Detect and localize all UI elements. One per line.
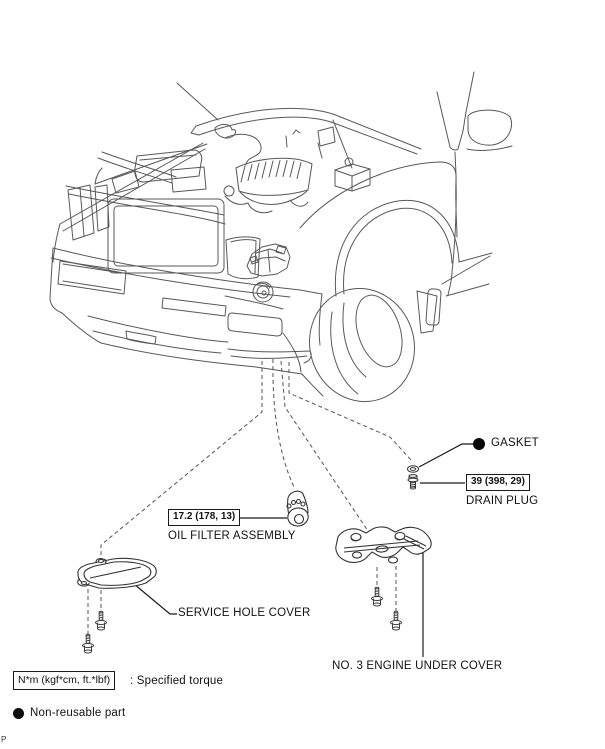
service-hole-cover-label: SERVICE HOLE COVER	[178, 607, 311, 619]
dashed-leader-lines	[87, 358, 413, 636]
oil-filter-label: OIL FILTER ASSEMBLY	[168, 530, 296, 542]
mounting-bolts-drawing	[82, 586, 402, 654]
gasket-callout: GASKET	[473, 437, 539, 450]
engine-under-cover-label: NO. 3 ENGINE UNDER COVER	[332, 660, 503, 672]
drain-plug-label: DRAIN PLUG	[466, 495, 539, 507]
non-reusable-bullet-icon	[13, 708, 24, 719]
drain-plug-drawing	[407, 474, 419, 490]
gasket-label: GASKET	[491, 437, 539, 449]
torque-unit-box: N*m (kgf*cm, ft.*lbf)	[13, 671, 116, 690]
non-reusable-label: Non-reusable part	[30, 707, 126, 719]
non-reusable-legend: Non-reusable part	[13, 707, 125, 720]
service-hole-cover-drawing	[77, 557, 157, 589]
non-reusable-bullet-icon	[473, 437, 485, 450]
gasket-drawing	[407, 465, 419, 473]
page-mark: P	[1, 735, 7, 744]
oil-filter-torque-box: 17.2 (178, 13)	[168, 509, 241, 526]
torque-caption: : Specified torque	[130, 675, 224, 687]
vehicle-line-art	[49, 71, 513, 403]
engine-under-cover-drawing	[335, 526, 432, 564]
callout-leader-lines	[133, 443, 473, 657]
oil-filter-drawing	[286, 490, 309, 527]
drain-plug-torque-box: 39 (398, 29)	[466, 474, 530, 491]
